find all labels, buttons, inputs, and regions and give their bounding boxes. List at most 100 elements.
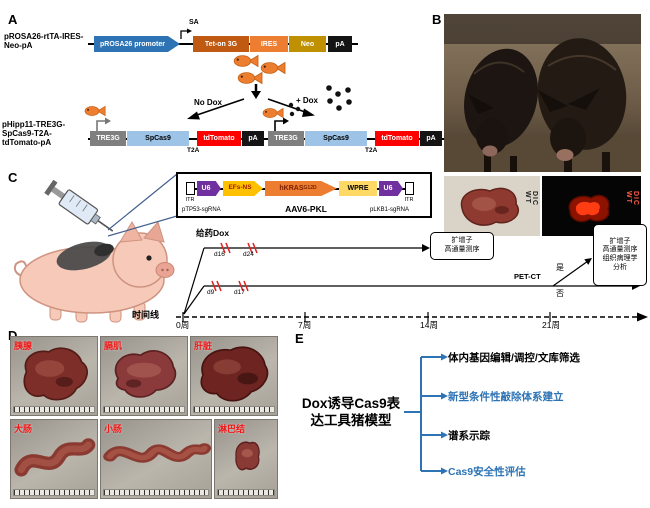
rtta-fish-icon [84,105,106,117]
organ-label: 胰腺 [14,341,33,351]
organ-label: 肝脏 [194,341,213,351]
tdtomato-box-right: tdTomato [375,131,419,146]
sequencing-box-line1: 扩增子 [451,237,473,245]
splice-acceptor-arrow-icon [180,28,192,39]
panel-b-label: B [432,12,442,27]
application-item-gene-editing: 体内基因编辑/调控/文库筛选 [448,352,580,364]
seq-histo-line2: 高通量测序 [602,246,638,254]
d17-label: d17 [234,289,245,296]
spcas9-box-left: SpCas9 [127,131,189,146]
tdtomato-box-left: tdTomato [197,131,241,146]
week-7-label: 7周 [298,320,312,330]
seq-histo-line4: 分析 [613,263,627,271]
construct1-name: pROSA26-rtTA-IRES-Neo-pA [4,32,84,51]
organ-photo-large-intestine: 大肠 [10,419,98,499]
model-title-line2: 达工具猪模型 [310,412,392,428]
syringe-icon [44,180,114,232]
t2a-label-left: T2A [187,147,200,154]
ruler [103,489,209,496]
itr-box-left [186,182,195,195]
u6-promoter-box-left: U6 [197,181,221,196]
rosa26-promoter-box: pROSA26 promoter [94,36,180,52]
model-title: Dox诱导Cas9表 达工具猪模型 [298,396,404,430]
construct2-name: pHipp11-TRE3G-SpCas9-T2A-tdTomato-pA [2,120,66,148]
pa-box-left: pA [242,131,264,146]
panel-d-label: D [8,328,17,343]
ruler [103,406,185,413]
rtta-fish-icon [233,54,259,68]
teton3g-box: Tet-on 3G [193,36,249,52]
sa-label: SA [189,19,199,26]
wpre-box: WPRE [339,181,377,196]
application-item-conditional-knockout: 新型条件性敲除体系建立 [448,391,564,403]
application-item-cas9-safety: Cas9安全性评估 [448,466,526,478]
timeline-axis-label: 时间线 [132,310,160,320]
panel-a-label: A [8,12,18,27]
efs-ns-box: EFs-NS [223,181,263,196]
organ-photo-pancreas: 胰腺 [10,336,98,416]
panel-c-label: C [8,170,18,185]
sequencing-box: 扩增子 高通量测序 [430,232,494,260]
organ-label: 淋巴结 [218,424,246,434]
transcription-start-arrow-icon-inactive [96,117,111,133]
t2a-label-right: T2A [365,147,378,154]
application-item-lineage-tracing: 谱系示踪 [448,430,490,442]
model-title-line1: Dox诱导Cas9表 [301,396,401,411]
week-0-label: 0周 [176,320,190,330]
seq-histo-line1: 扩增子 [609,237,631,245]
pa-box-right: pA [420,131,442,146]
d24-label: d24 [243,251,254,258]
hkras-label: hKRAS [279,185,304,192]
bracket-connector [404,353,448,475]
yes-label: 是 [556,263,564,272]
organ-photo-small-intestine: 小肠 [100,419,212,499]
organ-label: 膈肌 [104,341,123,351]
d16-label: d16 [214,251,225,258]
tre3g-box-left: TRE3G [90,131,126,146]
aav6-pkl-name: AAV6-PKL [285,204,327,214]
transcription-start-arrow-icon-active [274,117,289,133]
no-dox-label: No Dox [194,98,222,107]
panel-e-label: E [295,331,304,346]
plkb1-sgrna-label: pLKB1-sgRNA [370,207,410,213]
no-label: 否 [556,289,564,298]
hkras-sup-label: G12D [303,185,317,191]
itr-label-left: ITR [185,197,195,203]
organ-photo-lymph-node: 淋巴结 [214,419,278,499]
rtta-fish-icon [262,107,284,119]
rtta-fish-icon [237,71,263,85]
itr-box-right [405,182,414,195]
ruler [193,406,275,413]
ptp53-sgrna-label: pTP53-sgRNA [182,207,221,213]
ruler [13,406,95,413]
dic-wt-label-fluorescence: DIC WT [625,191,639,207]
week-14-label: 14周 [420,320,438,330]
pa-box-construct1: pA [328,36,352,52]
ruler [217,489,275,496]
itr-label-right: ITR [404,197,414,203]
plus-dox-label: + Dox [296,96,319,105]
ruler [13,489,95,496]
neo-box: Neo [289,36,326,52]
dox-branch-arrows [187,84,352,120]
spcas9-box-right: SpCas9 [305,131,367,146]
week-21-label: 21周 [542,320,560,330]
pigs-photo [444,14,641,172]
dox-dots [288,102,301,117]
sequencing-box-line2: 高通量测序 [444,246,480,253]
sequencing-histology-box: 扩增子 高通量测序 组织病理学 分析 [593,224,647,286]
piglet-illustration [13,220,175,323]
tre3g-box-right: TRE3G [268,131,304,146]
ires-box: IRES [250,36,288,52]
organ-photo-liver: 肝脏 [190,336,278,416]
pet-ct-label: PET-CT [514,272,541,281]
organ-label: 大肠 [14,424,33,434]
d9-label: d9 [207,289,215,296]
tissue-brightfield-image: DIC WT [444,176,540,236]
seq-histo-line3: 组织病理学 [602,255,638,262]
u6-promoter-box-right: U6 [379,181,403,196]
dox-dosing-label: 给药Dox [196,228,230,238]
